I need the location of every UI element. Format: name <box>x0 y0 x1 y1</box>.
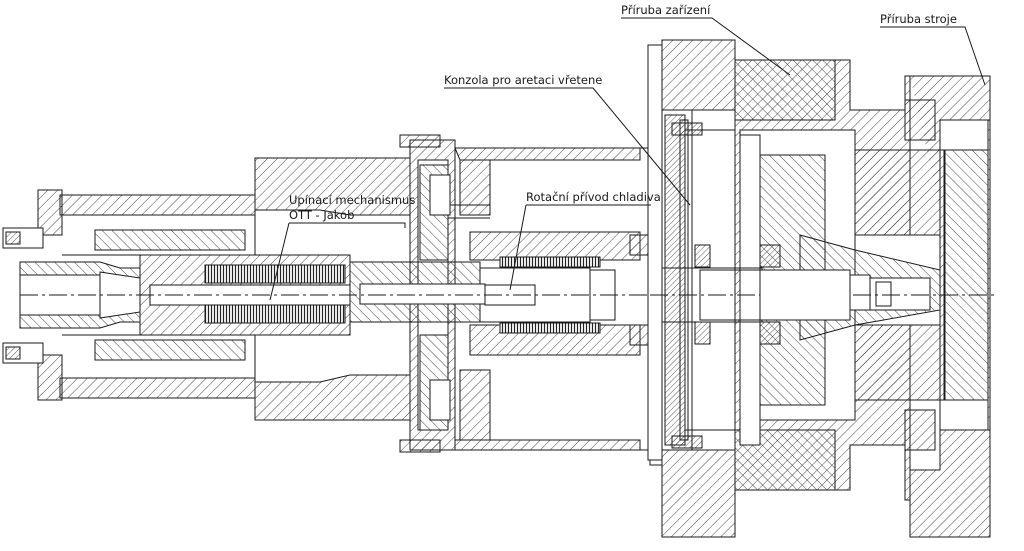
leader-lines <box>269 17 986 301</box>
coolant-feed-label: Rotační přívod chladiva <box>526 190 661 204</box>
clamping-mechanism-sublabel: OTT - Jakob <box>289 208 355 222</box>
device-flange <box>650 39 995 538</box>
clamping-mechanism-label: Upínací mechanismus <box>289 193 416 207</box>
console <box>647 44 851 466</box>
head-housing <box>37 157 411 421</box>
bolts <box>2 122 703 449</box>
device-flange-label: Příruba zařízení <box>621 3 711 17</box>
console-label: Konzola pro aretaci vřetene <box>444 73 603 87</box>
machine-flange-label: Příruba stroje <box>880 12 957 26</box>
spindle <box>19 254 650 336</box>
